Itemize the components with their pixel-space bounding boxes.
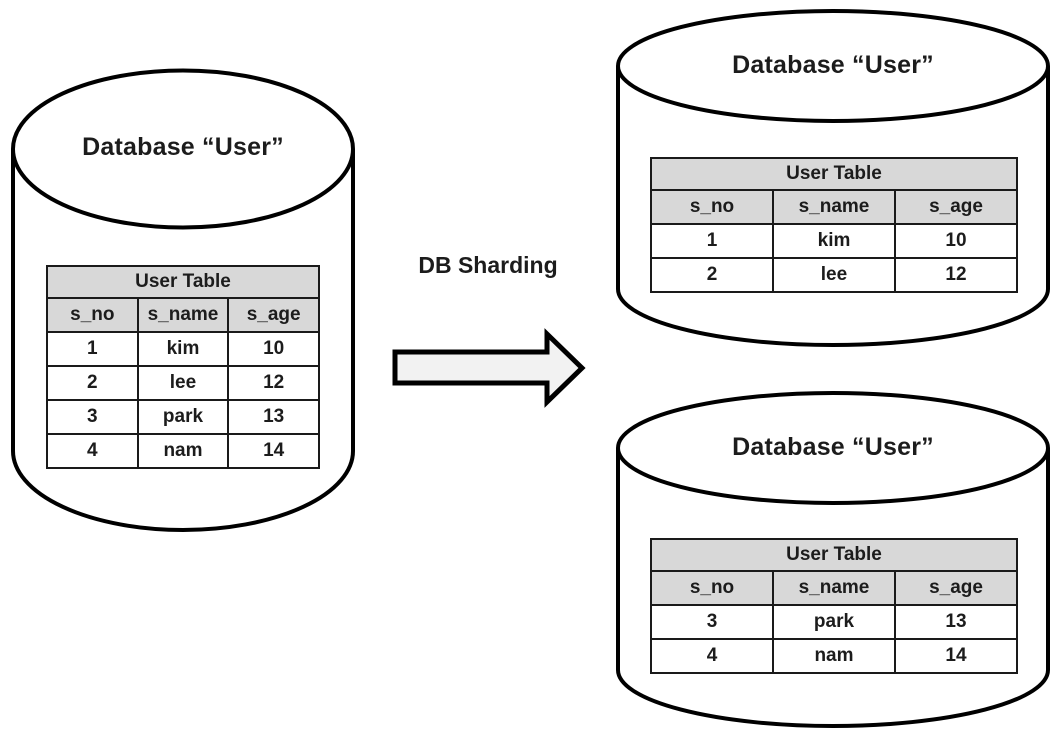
table-title: User Table — [46, 265, 320, 299]
table-row: 3 park 13 — [650, 604, 1018, 640]
column-header-s-age: s_age — [894, 189, 1018, 225]
table-row: 4 nam 14 — [46, 433, 320, 469]
column-header-s-name: s_name — [136, 297, 230, 333]
db-sharding-label: DB Sharding — [418, 252, 558, 278]
column-header-s-no: s_no — [650, 570, 774, 606]
shard-2-user-table: User Table s_no s_name s_age 3 park 13 4… — [650, 538, 1018, 674]
column-header-s-no: s_no — [46, 297, 139, 333]
table-row: 4 nam 14 — [650, 638, 1018, 674]
column-header-s-no: s_no — [650, 189, 774, 225]
table-row: 3 park 13 — [46, 399, 320, 435]
table-title: User Table — [650, 157, 1018, 191]
sharding-arrow-icon — [392, 328, 586, 408]
source-user-table: User Table s_no s_name s_age 1 kim 10 2 … — [46, 265, 320, 469]
column-header-s-age: s_age — [894, 570, 1018, 606]
column-header-s-age: s_age — [227, 297, 320, 333]
shard-2-database-title: Database “User” — [732, 433, 934, 461]
table-title: User Table — [650, 538, 1018, 572]
table-row: 2 lee 12 — [46, 365, 320, 401]
table-row: 1 kim 10 — [650, 223, 1018, 259]
table-row: 1 kim 10 — [46, 331, 320, 367]
column-header-s-name: s_name — [772, 189, 896, 225]
source-database-title: Database “User” — [82, 133, 284, 161]
shard-1-user-table: User Table s_no s_name s_age 1 kim 10 2 … — [650, 157, 1018, 293]
shard-1-database-title: Database “User” — [732, 51, 934, 79]
table-row: 2 lee 12 — [650, 257, 1018, 293]
column-header-s-name: s_name — [772, 570, 896, 606]
